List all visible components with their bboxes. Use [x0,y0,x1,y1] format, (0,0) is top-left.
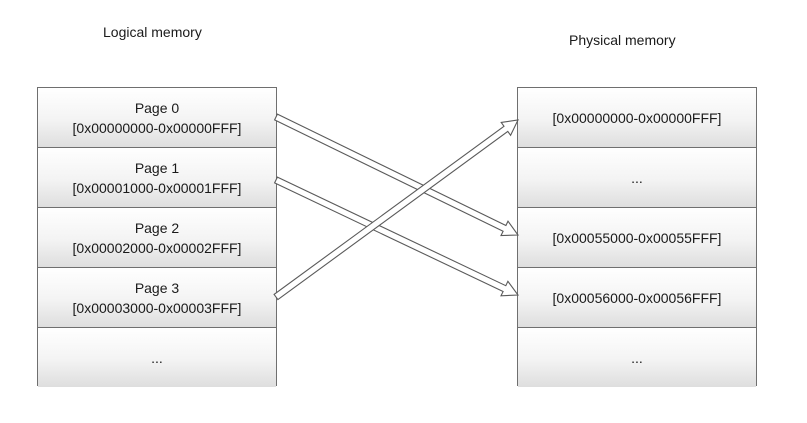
mapping-arrow-2 [273,119,519,301]
page-address-range: [0x00002000-0x00002FFF] [72,239,242,256]
logical-page-2: Page 2 [0x00002000-0x00002FFF] [38,208,276,268]
physical-frame-ellipsis: ... [518,148,756,208]
logical-page-3: Page 3 [0x00003000-0x00003FFF] [38,268,276,328]
physical-frame-55: [0x00055000-0x00055FFF] [518,208,756,268]
physical-frame-56: [0x00056000-0x00056FFF] [518,268,756,328]
page-label: Page 0 [134,99,180,116]
physical-memory-title: Physical memory [569,32,676,48]
ellipsis-label: ... [631,349,643,366]
ellipsis-label: ... [151,349,163,366]
logical-page-0: Page 0 [0x00000000-0x00000FFF] [38,88,276,148]
physical-frame-ellipsis-bottom: ... [518,328,756,387]
logical-memory-title: Logical memory [103,24,202,40]
physical-frame-0: [0x00000000-0x00000FFF] [518,88,756,148]
logical-memory-table: Page 0 [0x00000000-0x00000FFF] Page 1 [0… [37,87,277,387]
frame-address-range: [0x00000000-0x00000FFF] [552,109,722,126]
frame-address-range: [0x00056000-0x00056FFF] [552,289,722,306]
mapping-arrow-1 [273,176,520,297]
page-address-range: [0x00000000-0x00000FFF] [72,119,242,136]
page-address-range: [0x00003000-0x00003FFF] [72,299,242,316]
frame-address-range: [0x00055000-0x00055FFF] [552,229,722,246]
logical-page-ellipsis: ... [38,328,276,387]
page-label: Page 3 [134,279,180,296]
page-label: Page 2 [134,219,180,236]
logical-page-1: Page 1 [0x00001000-0x00001FFF] [38,148,276,208]
physical-memory-table: [0x00000000-0x00000FFF] ... [0x00055000-… [517,87,757,387]
ellipsis-label: ... [631,169,643,186]
mapping-arrow-0 [273,113,520,237]
page-address-range: [0x00001000-0x00001FFF] [72,179,242,196]
page-label: Page 1 [134,159,180,176]
